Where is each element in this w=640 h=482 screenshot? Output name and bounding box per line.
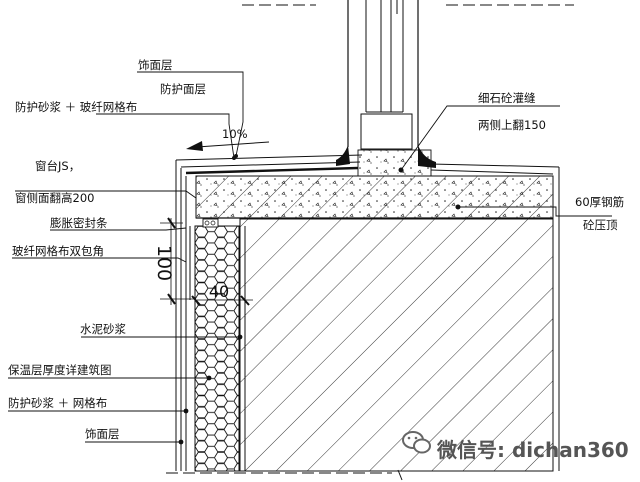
label-sill-js: 窗台JS，	[35, 159, 80, 173]
bottom-reference-line	[166, 469, 403, 481]
label-mortar-mesh-bottom: 防护砂浆 ＋ 网格布	[8, 396, 107, 410]
watermark-text: 微信号: dichan360	[436, 438, 629, 462]
sill-finish-layers	[175, 154, 560, 175]
dimension-100: 100	[153, 245, 175, 281]
outer-layers	[175, 160, 246, 471]
dimension-40: 40	[209, 282, 229, 301]
right-layers	[552, 167, 560, 471]
dimension-marks: 100 40	[153, 217, 253, 306]
wall-hatch	[239, 218, 554, 472]
label-rc-coping-2: 砼压顶	[583, 218, 618, 232]
fine-concrete-joint	[336, 145, 436, 177]
left-leaders	[8, 71, 244, 445]
right-labels: 细石砼灌缝 两侧上翻150 60厚钢筋 砼压顶	[478, 91, 624, 232]
label-fine-concrete-joint: 细石砼灌缝	[478, 91, 536, 105]
label-side-upturn: 窗侧面翻高200	[15, 191, 94, 205]
label-finish-layer-top: 饰面层	[138, 58, 173, 72]
label-expansion-strip: 膨胀密封条	[50, 216, 108, 230]
wechat-icon	[402, 431, 431, 454]
label-rc-coping-1: 60厚钢筋	[575, 195, 624, 209]
label-mortar-mesh-top: 防护砂浆 ＋ 玻纤网格布	[15, 100, 137, 114]
watermark: 微信号: dichan360	[402, 431, 629, 462]
label-upturn-150: 两侧上翻150	[478, 118, 546, 132]
rc-coping	[195, 175, 554, 219]
reference-lines	[242, 0, 574, 14]
label-cement-mortar: 水泥砂浆	[80, 322, 126, 336]
right-leaders	[398, 105, 612, 217]
slope-arrow-icon	[186, 141, 203, 151]
left-labels: 饰面层 防护面层 防护砂浆 ＋ 玻纤网格布 窗台JS， 窗侧面翻高200 膨胀密…	[8, 58, 206, 441]
label-protective-layer: 防护面层	[160, 82, 206, 96]
label-finish-layer-bottom: 饰面层	[85, 427, 120, 441]
window-frame	[347, 0, 419, 150]
insulation-layer	[194, 225, 240, 472]
expansion-seal-strip	[202, 218, 219, 228]
label-mesh-double-wrap: 玻纤网格布双包角	[12, 244, 104, 258]
slope-indicator: 10%	[186, 127, 270, 151]
label-insulation-note: 保温层厚度详建筑图	[8, 363, 112, 377]
slope-label: 10%	[222, 127, 248, 141]
